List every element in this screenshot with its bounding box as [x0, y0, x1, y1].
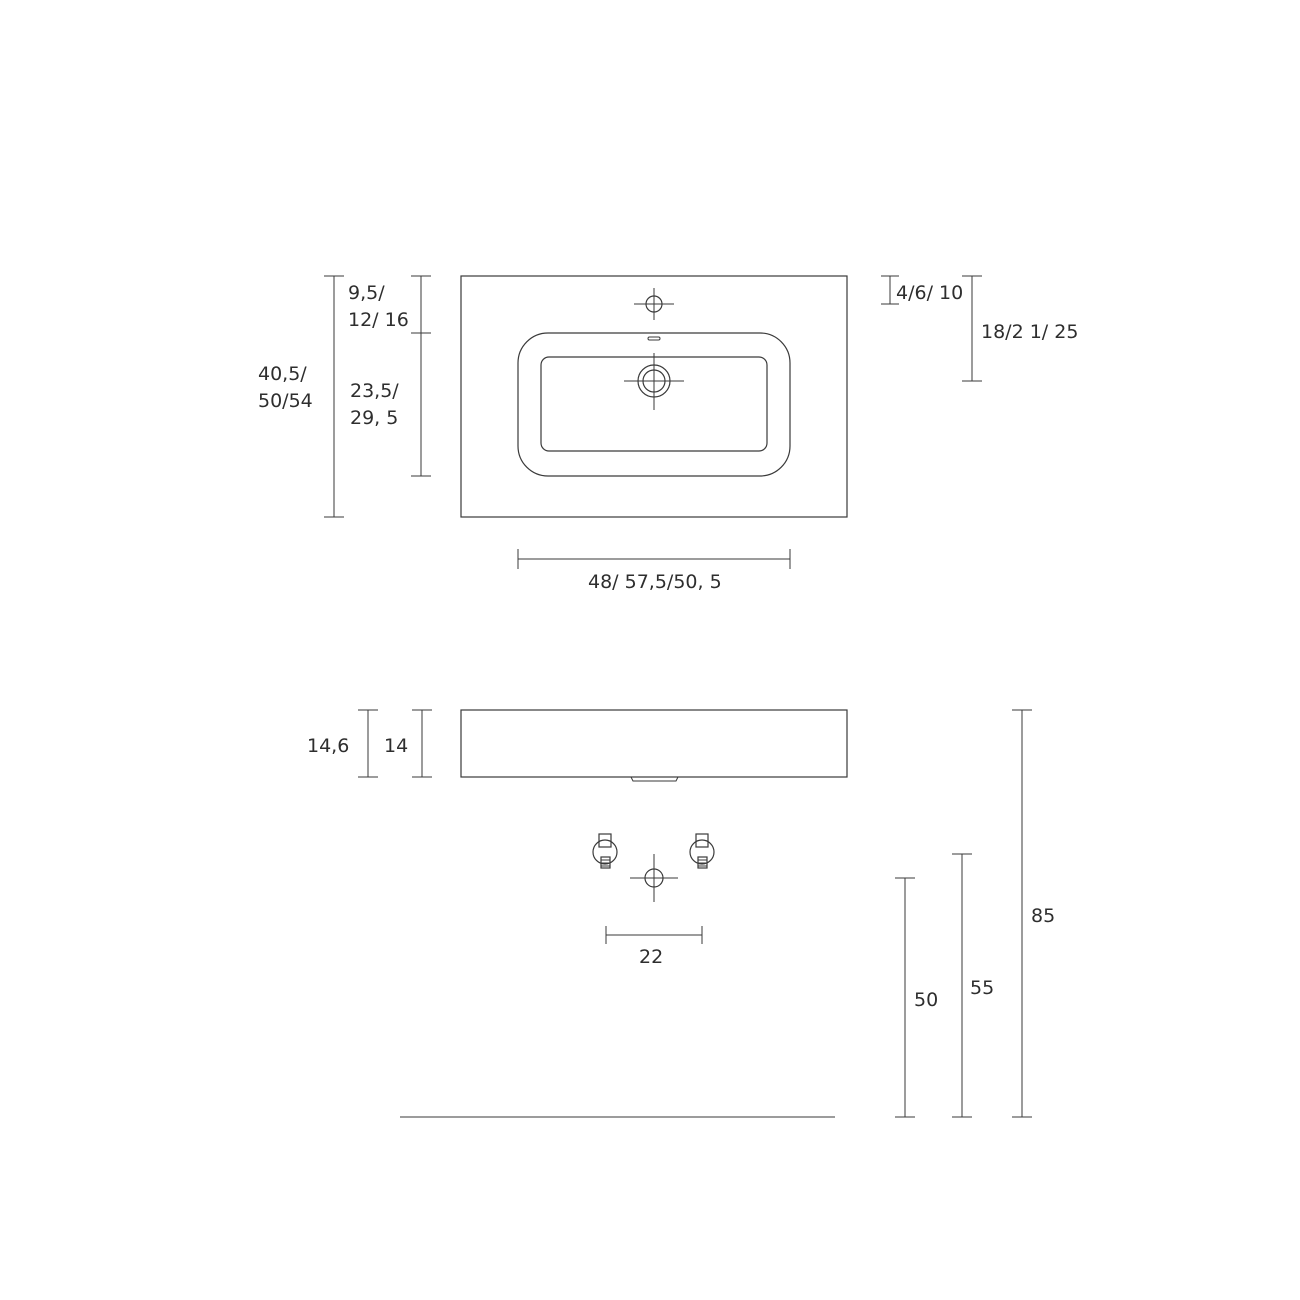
- dim-rim-height: [412, 709, 432, 778]
- drain-outlet: [630, 776, 679, 782]
- dim-overall-height: [358, 709, 378, 778]
- basin-outline-top: [460, 275, 848, 518]
- rim-height-label: 14: [384, 735, 408, 757]
- valve-spacing-label: 22: [639, 946, 663, 968]
- crosshair-circle-icon: [630, 854, 678, 902]
- bowl-outer: [517, 332, 791, 477]
- dim-valve-spacing: [605, 926, 703, 944]
- dim-drain-height: [895, 877, 915, 1118]
- drain-center-label: 18/2 1/ 25: [981, 321, 1078, 343]
- dim-top-height: [1012, 709, 1032, 1118]
- overall-height-label: 14,6: [307, 735, 349, 757]
- tap-center-label: 4/6/ 10: [896, 282, 963, 304]
- dim-valve-height: [952, 853, 972, 1118]
- bowl-width-label: 48/ 57,5/50, 5: [588, 571, 722, 593]
- overflow-slot: [647, 336, 661, 341]
- basin-outline-front: [460, 709, 848, 778]
- top-view: 40,5/ 50/54 9,5/ 12/ 16 23,5/ 29, 5 4/6/…: [258, 275, 1078, 593]
- tap-offset-label-1: 9,5/: [348, 282, 385, 304]
- bowl-depth-label-1: 23,5/: [350, 380, 399, 402]
- drain-icon: [624, 353, 684, 410]
- dim-drain-center: [962, 275, 982, 382]
- top-height-label: 85: [1031, 905, 1055, 927]
- front-view: 14,6 14: [307, 709, 1055, 1118]
- tap-offset-label-2: 12/ 16: [348, 309, 409, 331]
- dim-overall-depth: [324, 275, 344, 518]
- dim-tap-center: [881, 275, 899, 305]
- overall-depth-label-2: 50/54: [258, 390, 313, 412]
- overall-depth-label-1: 40,5/: [258, 363, 307, 385]
- angle-valve-icon: [689, 833, 715, 869]
- angle-valve-icon: [592, 833, 618, 869]
- dim-tap-and-bowl: [411, 275, 431, 477]
- valve-height-label: 55: [970, 977, 994, 999]
- crosshair-circle-icon: [634, 288, 674, 320]
- dim-bowl-width: [517, 549, 791, 569]
- drain-height-label: 50: [914, 989, 938, 1011]
- bowl-depth-label-2: 29, 5: [350, 407, 398, 429]
